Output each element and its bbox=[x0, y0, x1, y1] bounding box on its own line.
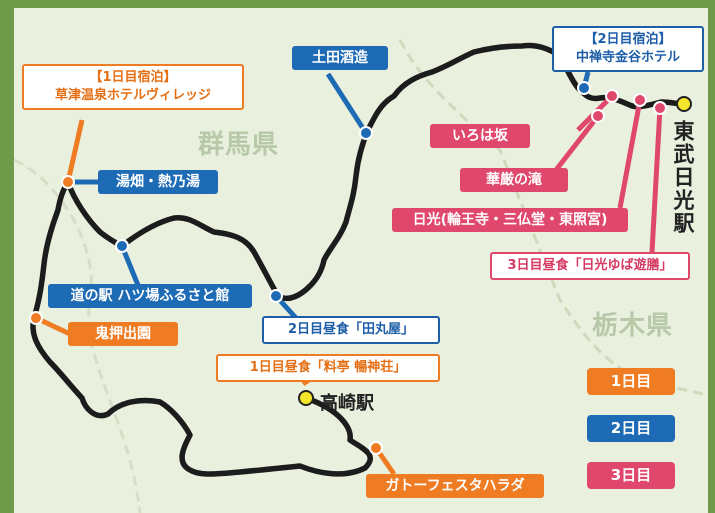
onioshi-label[interactable]: 鬼押出園 bbox=[68, 322, 178, 346]
point-yuba[interactable] bbox=[653, 101, 667, 115]
point-irohazaka[interactable] bbox=[605, 89, 619, 103]
point-kegon[interactable] bbox=[591, 109, 605, 123]
point-kusatsu[interactable] bbox=[61, 175, 75, 189]
point-nikko-temples[interactable] bbox=[633, 93, 647, 107]
gateau-festa-harada-label[interactable]: ガトーフェスタハラダ bbox=[366, 474, 544, 498]
point-yatsuba[interactable] bbox=[115, 239, 129, 253]
point-gateau[interactable] bbox=[369, 441, 383, 455]
point-tamaruya[interactable] bbox=[269, 289, 283, 303]
point-chuzenji[interactable] bbox=[577, 81, 591, 95]
day2-stay-heading: 【2日目宿泊】 bbox=[584, 32, 672, 47]
takasaki-station-label: 高崎駅 bbox=[320, 393, 374, 414]
route-line bbox=[30, 42, 687, 477]
day1-stay-hotel: 草津温泉ホテルヴィレッジ bbox=[54, 88, 211, 103]
prefecture-tochigi: 栃木県 bbox=[592, 311, 674, 341]
day1-stay-label[interactable]: 【1日目宿泊】 草津温泉ホテルヴィレッジ bbox=[22, 64, 244, 110]
prefecture-gunma: 群馬県 bbox=[198, 130, 280, 160]
day2-lunch-label[interactable]: 2日目昼食「田丸屋」 bbox=[262, 316, 440, 344]
legend-day3: 3日目 bbox=[587, 462, 675, 489]
tobu-nikko-station-label: 東武日光駅 bbox=[671, 120, 695, 235]
point-onioshi[interactable] bbox=[29, 311, 43, 325]
day3-lunch-label[interactable]: 3日目昼食「日光ゆば遊膳」 bbox=[490, 252, 690, 280]
point-tsuchida[interactable] bbox=[359, 126, 373, 140]
nikko-temples-label[interactable]: 日光(輪王寺・三仏堂・東照宮) bbox=[392, 208, 628, 232]
kegon-falls-label[interactable]: 華厳の滝 bbox=[460, 168, 568, 192]
takasaki-station-marker[interactable] bbox=[298, 390, 314, 406]
legend-day2: 2日目 bbox=[587, 415, 675, 442]
irohazaka-label[interactable]: いろは坂 bbox=[430, 124, 530, 148]
yubatake-label[interactable]: 湯畑・熱乃湯 bbox=[98, 170, 218, 194]
day1-stay-heading: 【1日目宿泊】 bbox=[89, 70, 177, 85]
day2-stay-label[interactable]: 【2日目宿泊】 中禅寺金谷ホテル bbox=[552, 26, 704, 72]
day2-stay-hotel: 中禅寺金谷ホテル bbox=[575, 50, 680, 65]
day1-lunch-label[interactable]: 1日目昼食「料亭 暢神荘」 bbox=[216, 354, 440, 382]
tsuchida-label[interactable]: 土田酒造 bbox=[292, 46, 388, 70]
yatsuba-label[interactable]: 道の駅 ハツ場ふるさと館 bbox=[48, 284, 252, 308]
legend-day1: 1日目 bbox=[587, 368, 675, 395]
tobu-nikko-station-marker[interactable] bbox=[676, 96, 692, 112]
